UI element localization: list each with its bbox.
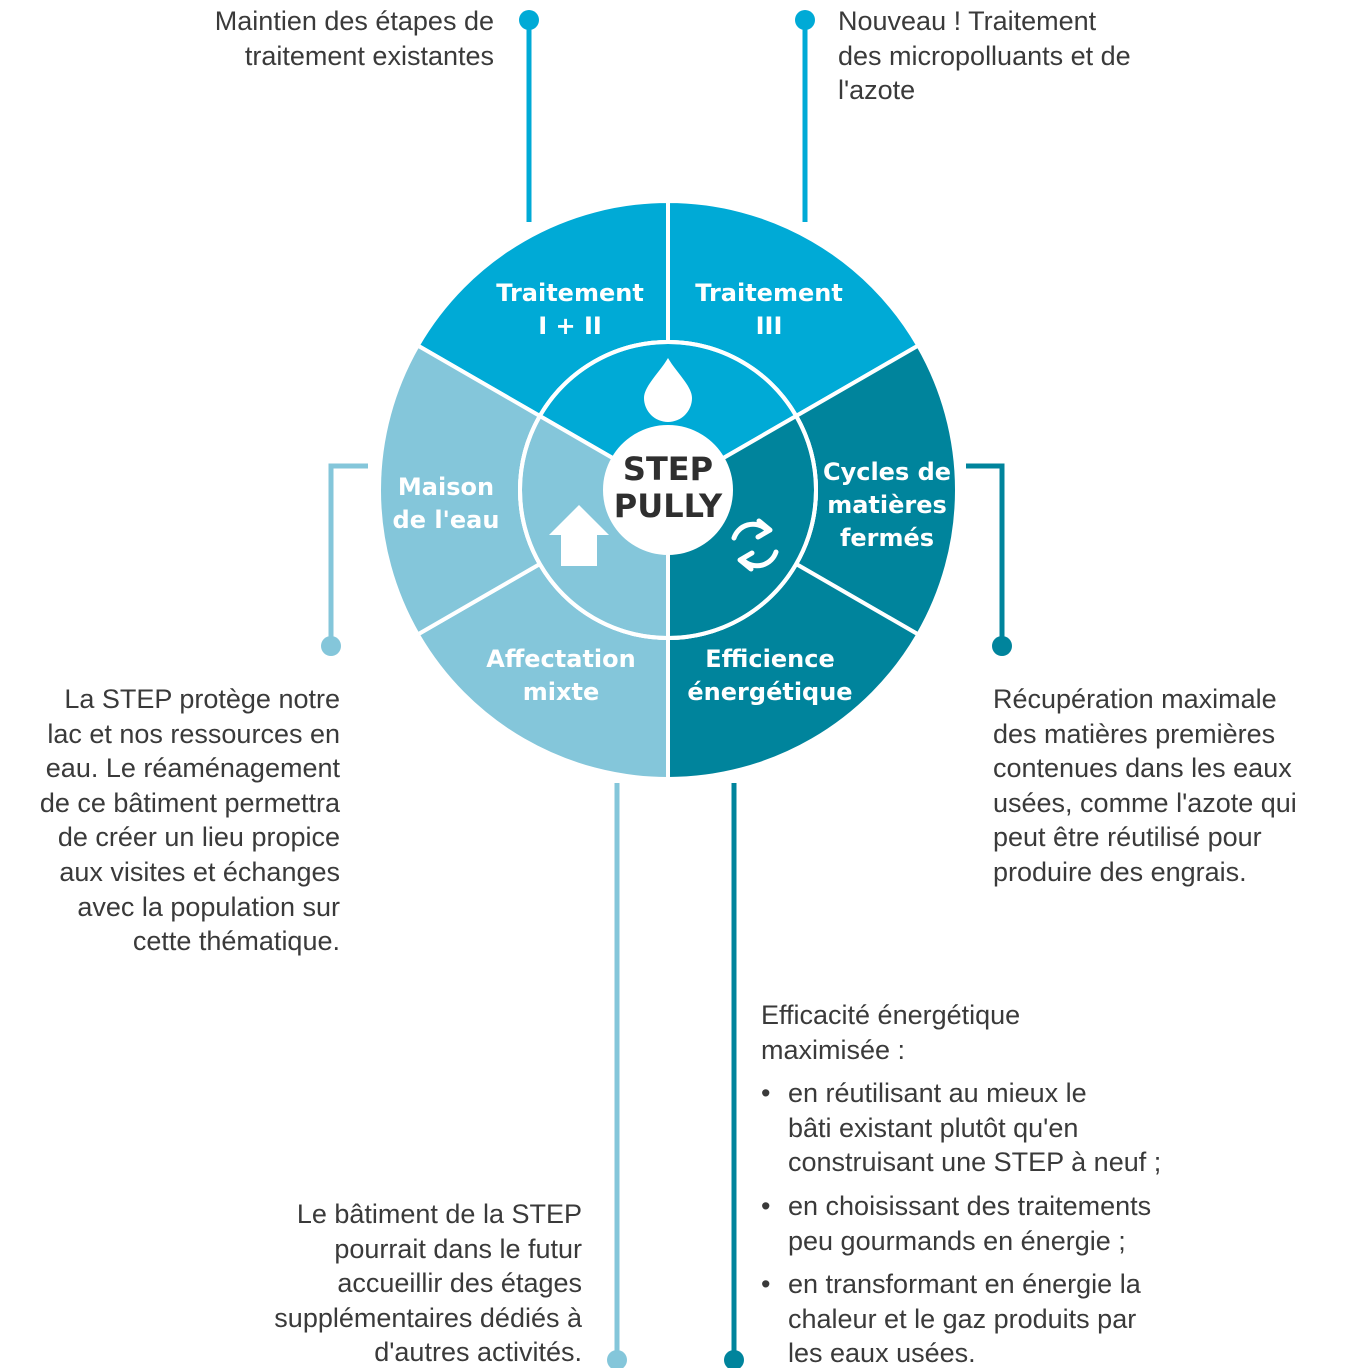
inner-ring-border bbox=[518, 340, 818, 640]
efficiency-bullet-line: en transformant en énergie la bbox=[788, 1269, 1141, 1300]
annotation-top-right-line: des micropolluants et de bbox=[838, 40, 1131, 71]
efficiency-bullet-line: peu gourmands en énergie ; bbox=[788, 1225, 1126, 1256]
connector-lines bbox=[321, 10, 1012, 1368]
efficiency-bullet-line: chaleur et le gaz produits par bbox=[788, 1303, 1137, 1334]
annotation-top-left-line: traitement existantes bbox=[244, 40, 494, 71]
water-drop-icon bbox=[644, 358, 692, 422]
annotation-right-line: contenues dans les eaux bbox=[993, 753, 1292, 784]
connector-bottom-left bbox=[607, 783, 627, 1368]
house-icon bbox=[549, 505, 609, 566]
efficiency-bullet-item: en choisissant des traitements peu gourma… bbox=[761, 1189, 1161, 1258]
connector-right bbox=[966, 463, 1012, 656]
connector-left bbox=[321, 463, 368, 656]
annotation-bottom-left-line: accueillir des étages bbox=[337, 1268, 582, 1299]
annotation-top-right-line: Nouveau ! Traitement bbox=[838, 6, 1097, 36]
annotation-bottom-left-line: supplémentaires dédiés à bbox=[274, 1302, 582, 1333]
annotation-left-line: cette thématique. bbox=[132, 926, 340, 957]
annotation-bottom-left-line: d'autres activités. bbox=[374, 1337, 582, 1368]
annotation-bottom-left: Le bâtiment de la STEP pourrait dans le f… bbox=[274, 1197, 582, 1370]
annotation-right: Récupération maximale des matières premiè… bbox=[993, 682, 1297, 890]
efficiency-intro: Efficacité énergétique maximisée : bbox=[761, 998, 1161, 1067]
connector-top-left bbox=[519, 10, 539, 222]
annotation-right-line: Récupération maximale bbox=[993, 684, 1277, 714]
center-title-line1: STEP bbox=[623, 450, 713, 488]
annotation-top-left-line: Maintien des étapes de bbox=[214, 6, 494, 36]
annotation-left-line: lac et nos ressources en bbox=[47, 718, 340, 749]
annotation-left-line: avec la population sur bbox=[77, 891, 340, 922]
inner-icons bbox=[549, 358, 779, 572]
annotation-bottom-left-line: Le bâtiment de la STEP bbox=[296, 1199, 582, 1229]
annotation-left-line: aux visites et échanges bbox=[59, 856, 340, 887]
connector-bottom-right bbox=[724, 783, 744, 1368]
annotation-top-right: Nouveau ! Traitement des micropolluants e… bbox=[838, 4, 1131, 108]
annotation-top-left: Maintien des étapes de traitement existan… bbox=[215, 4, 494, 73]
efficiency-bullet-line: en choisissant des traitements bbox=[788, 1190, 1152, 1221]
annotation-left-line: de ce bâtiment permettra bbox=[39, 787, 340, 818]
efficiency-bullet-line: construisant une STEP à neuf ; bbox=[788, 1147, 1162, 1178]
annotation-right-line: usées, comme l'azote qui bbox=[993, 787, 1297, 818]
annotation-left-line: eau. Le réaménagement bbox=[45, 753, 340, 784]
recycle-arrows-icon bbox=[731, 518, 779, 572]
annotation-left: La STEP protège notre lac et nos ressourc… bbox=[40, 682, 340, 959]
center-circle bbox=[605, 427, 731, 553]
wheel bbox=[377, 199, 959, 781]
efficiency-intro-line: Efficacité énergétique bbox=[761, 1000, 1021, 1030]
center-title-line2: PULLY bbox=[614, 487, 723, 525]
annotation-right-line: produire des engrais. bbox=[993, 856, 1247, 887]
annotation-right-line: des matières premières bbox=[993, 718, 1276, 749]
annotation-bottom-right: Efficacité énergétique maximisée : en réu… bbox=[761, 998, 1161, 1371]
efficiency-bullet-line: bâti existant plutôt qu'en bbox=[788, 1112, 1079, 1143]
efficiency-bullet-line: en réutilisant au mieux le bbox=[788, 1078, 1087, 1109]
annotation-bottom-left-line: pourrait dans le futur bbox=[334, 1233, 582, 1264]
efficiency-intro-line: maximisée : bbox=[761, 1034, 906, 1065]
annotation-right-line: peut être réutilisé pour bbox=[993, 822, 1262, 853]
annotation-left-line: de créer un lieu propice bbox=[57, 822, 340, 853]
efficiency-bullet-line: les eaux usées. bbox=[788, 1338, 976, 1369]
connector-top-right bbox=[795, 10, 815, 222]
annotation-left-line: La STEP protège notre bbox=[64, 684, 340, 714]
annotation-top-right-line: l'azote bbox=[838, 75, 916, 106]
